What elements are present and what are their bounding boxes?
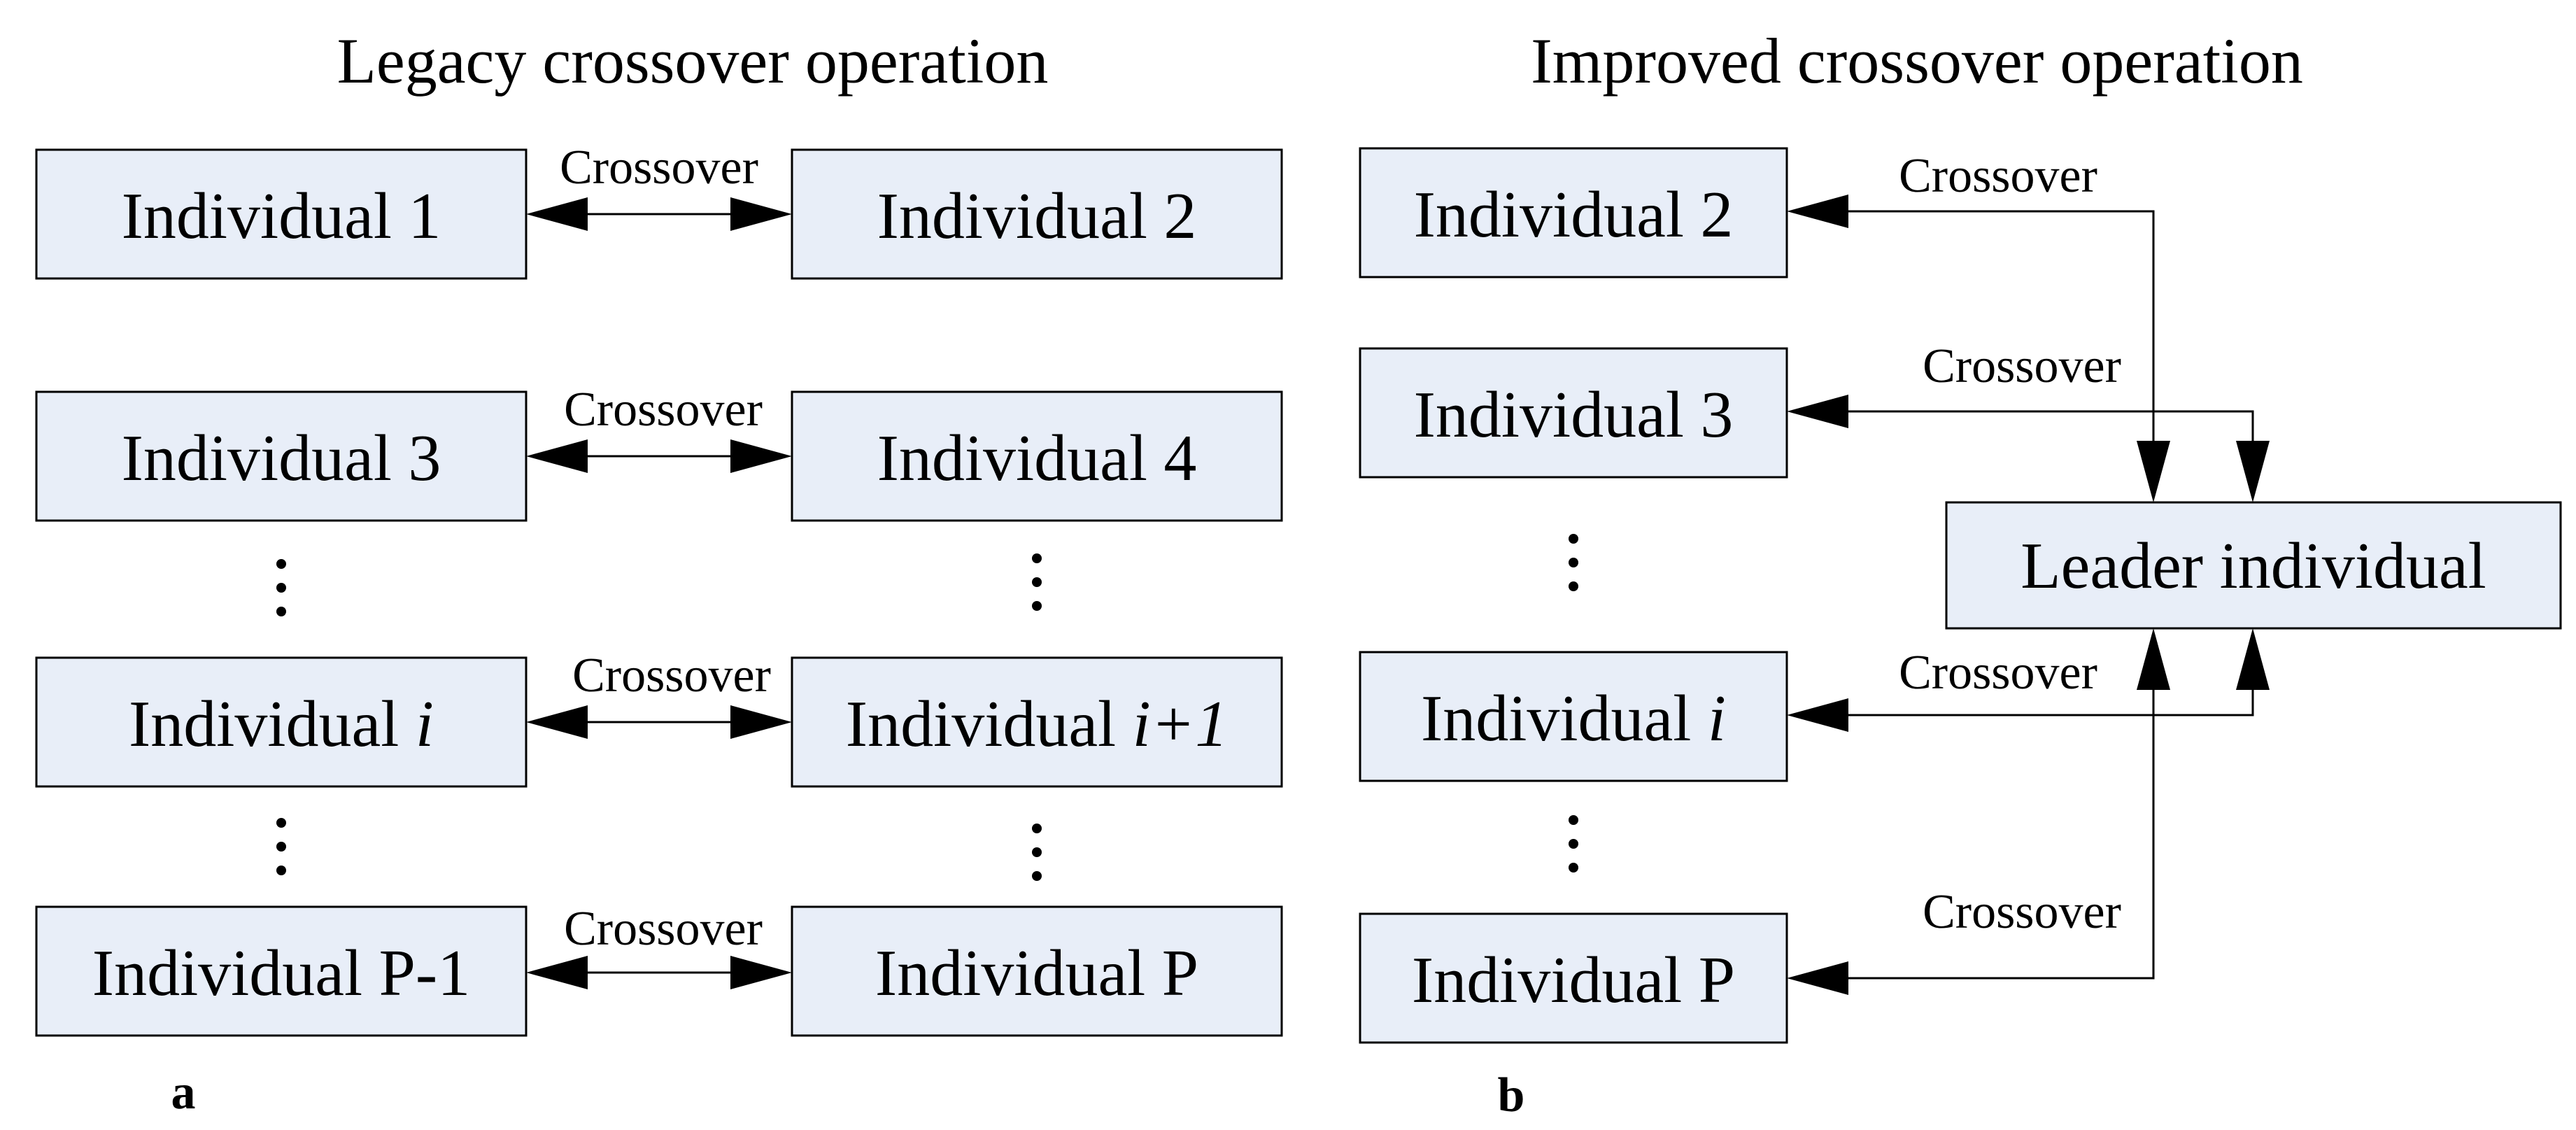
panel-b: Improved crossover operation Individual … <box>1359 25 2562 1122</box>
edge-b-i-leader-label: Crossover <box>1899 646 2097 700</box>
node-a-individual-i-plus-1-label: Individual i+1 <box>846 688 1228 761</box>
edge-b-3-leader-label: Crossover <box>1923 339 2121 393</box>
edge-b-i-leader <box>1787 628 2270 732</box>
node-b-individual-i-label: Individual i <box>1421 682 1726 755</box>
ellipsis-a-right-2 <box>1032 824 1042 881</box>
ellipsis-b-1 <box>1569 534 1578 591</box>
node-b-individual-i <box>1359 651 1788 782</box>
panel-a-letter: a <box>171 1066 196 1120</box>
edge-a-p1-p <box>526 956 792 989</box>
panel-b-title: Improved crossover operation <box>1531 25 2303 97</box>
node-b-individual-3 <box>1359 347 1788 479</box>
edge-a-3-4-label: Crossover <box>564 383 763 437</box>
panel-a: Legacy crossover operation Individual 1 … <box>35 25 1283 1120</box>
edge-b-p-leader <box>1787 628 2170 995</box>
node-a-individual-p-label: Individual P <box>875 937 1198 1010</box>
ellipsis-a-right-1 <box>1032 553 1042 611</box>
node-a-individual-1-label: Individual 1 <box>122 180 441 253</box>
node-b-individual-2 <box>1359 147 1788 278</box>
node-a-individual-2 <box>791 148 1283 280</box>
node-b-individual-p-label: Individual P <box>1412 944 1735 1017</box>
ellipsis-b-2 <box>1569 815 1578 873</box>
ellipsis-a-left-1 <box>276 559 286 616</box>
node-a-individual-3 <box>35 390 528 522</box>
panel-b-letter: b <box>1498 1068 1525 1122</box>
edge-a-1-2-label: Crossover <box>560 141 758 195</box>
edge-a-p1-p-label: Crossover <box>564 902 763 956</box>
node-a-individual-3-label: Individual 3 <box>122 422 441 495</box>
node-b-individual-2-label: Individual 2 <box>1414 178 1734 251</box>
edge-b-2-leader-label: Crossover <box>1899 149 2097 203</box>
node-a-individual-p-1-label: Individual P-1 <box>92 937 470 1010</box>
node-a-individual-i-label: Individual i <box>129 688 434 761</box>
edge-a-3-4 <box>526 439 792 473</box>
node-a-individual-p <box>791 905 1283 1037</box>
node-a-individual-4-label: Individual 4 <box>877 422 1197 495</box>
node-b-leader-individual-label: Leader individual <box>2021 530 2486 602</box>
node-a-individual-2-label: Individual 2 <box>877 180 1197 253</box>
node-a-individual-4 <box>791 390 1283 522</box>
node-a-individual-1 <box>35 148 528 280</box>
edge-b-p-leader-label: Crossover <box>1923 885 2121 939</box>
panel-a-title: Legacy crossover operation <box>337 25 1049 97</box>
node-b-individual-p <box>1359 912 1788 1044</box>
node-b-individual-3-label: Individual 3 <box>1414 379 1734 451</box>
node-a-individual-i-plus-1 <box>791 656 1283 788</box>
node-b-leader-individual <box>1945 501 2562 630</box>
edge-a-i-i1-label: Crossover <box>572 649 771 702</box>
edge-a-i-i1 <box>526 705 792 739</box>
ellipsis-a-left-2 <box>276 818 286 875</box>
edge-b-2-leader <box>1787 195 2170 502</box>
edge-b-3-leader <box>1787 395 2270 502</box>
edge-a-1-2 <box>526 197 792 231</box>
node-a-individual-p-1 <box>35 905 528 1037</box>
